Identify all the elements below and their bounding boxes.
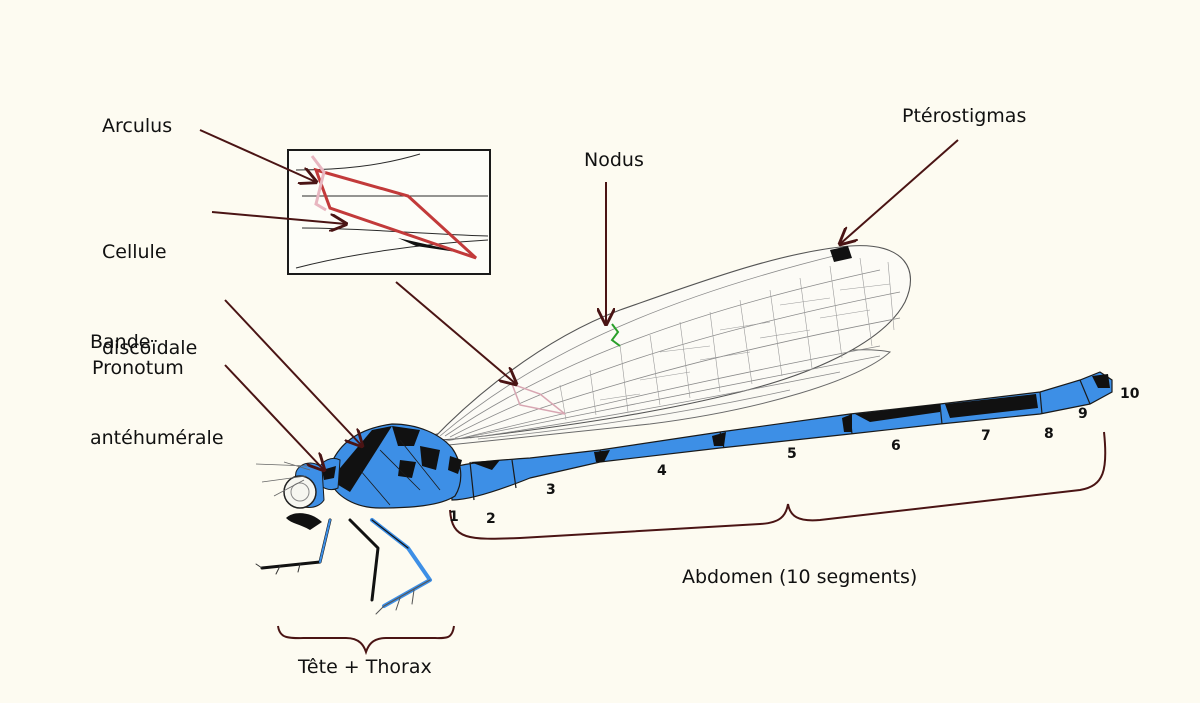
segment-number: 2 bbox=[486, 511, 496, 527]
segment-number: 1 bbox=[449, 509, 459, 525]
label-pterostigmas: Ptérostigmas bbox=[902, 105, 1027, 127]
arrow-cellule bbox=[211, 211, 346, 224]
segment-number: 4 bbox=[657, 463, 667, 479]
segment-number: 5 bbox=[787, 446, 797, 462]
segment-number: 10 bbox=[1120, 386, 1140, 402]
head bbox=[255, 461, 325, 530]
arrow-arculus bbox=[199, 129, 316, 182]
label-pronotum: Pronotum bbox=[92, 357, 184, 379]
wings bbox=[419, 245, 912, 449]
label-abdomen: Abdomen (10 segments) bbox=[682, 566, 918, 588]
arrow-bande bbox=[224, 299, 362, 446]
abdomen bbox=[449, 371, 1113, 501]
arrow-pterostigma bbox=[840, 139, 959, 244]
pterostigma-mark bbox=[830, 246, 852, 262]
segment-number: 7 bbox=[981, 428, 991, 444]
label-tete-thorax: Tête + Thorax bbox=[298, 656, 432, 678]
segment-number: 8 bbox=[1044, 426, 1054, 442]
arculus-inset bbox=[287, 149, 491, 275]
wing-arculus-cell bbox=[510, 382, 566, 415]
segment-numbers: 1 2 3 4 5 6 7 8 9 10 bbox=[449, 386, 1140, 527]
arrow-inset bbox=[395, 281, 516, 384]
antehumeral-band bbox=[330, 426, 392, 492]
label-arculus: Arculus bbox=[102, 115, 173, 137]
label-bande-antehumerale: Bande antéhumérale bbox=[90, 262, 224, 486]
compound-eye bbox=[283, 475, 317, 509]
tete-thorax-brace bbox=[277, 625, 455, 656]
label-nodus: Nodus bbox=[584, 149, 644, 171]
label-cellule-discoidale: Cellule discoïdale bbox=[102, 172, 197, 396]
label-bande-line2: antéhumérale bbox=[90, 427, 224, 449]
inset-arculus bbox=[310, 155, 327, 212]
abdomen-brace bbox=[449, 431, 1107, 540]
segment-number: 9 bbox=[1078, 406, 1088, 422]
pointer-arrows bbox=[199, 129, 959, 470]
braces bbox=[277, 431, 1107, 656]
arrow-pronotum bbox=[224, 364, 324, 470]
label-cellule-line2: discoïdale bbox=[102, 337, 198, 359]
segment-number: 3 bbox=[546, 482, 556, 498]
label-cellule-line1: Cellule bbox=[102, 241, 167, 263]
label-bande-line1: Bande bbox=[90, 331, 151, 353]
segment-number: 6 bbox=[891, 438, 901, 454]
nodus-mark bbox=[610, 323, 621, 347]
legs bbox=[255, 518, 432, 615]
inset-discoidal-cell bbox=[313, 167, 478, 260]
